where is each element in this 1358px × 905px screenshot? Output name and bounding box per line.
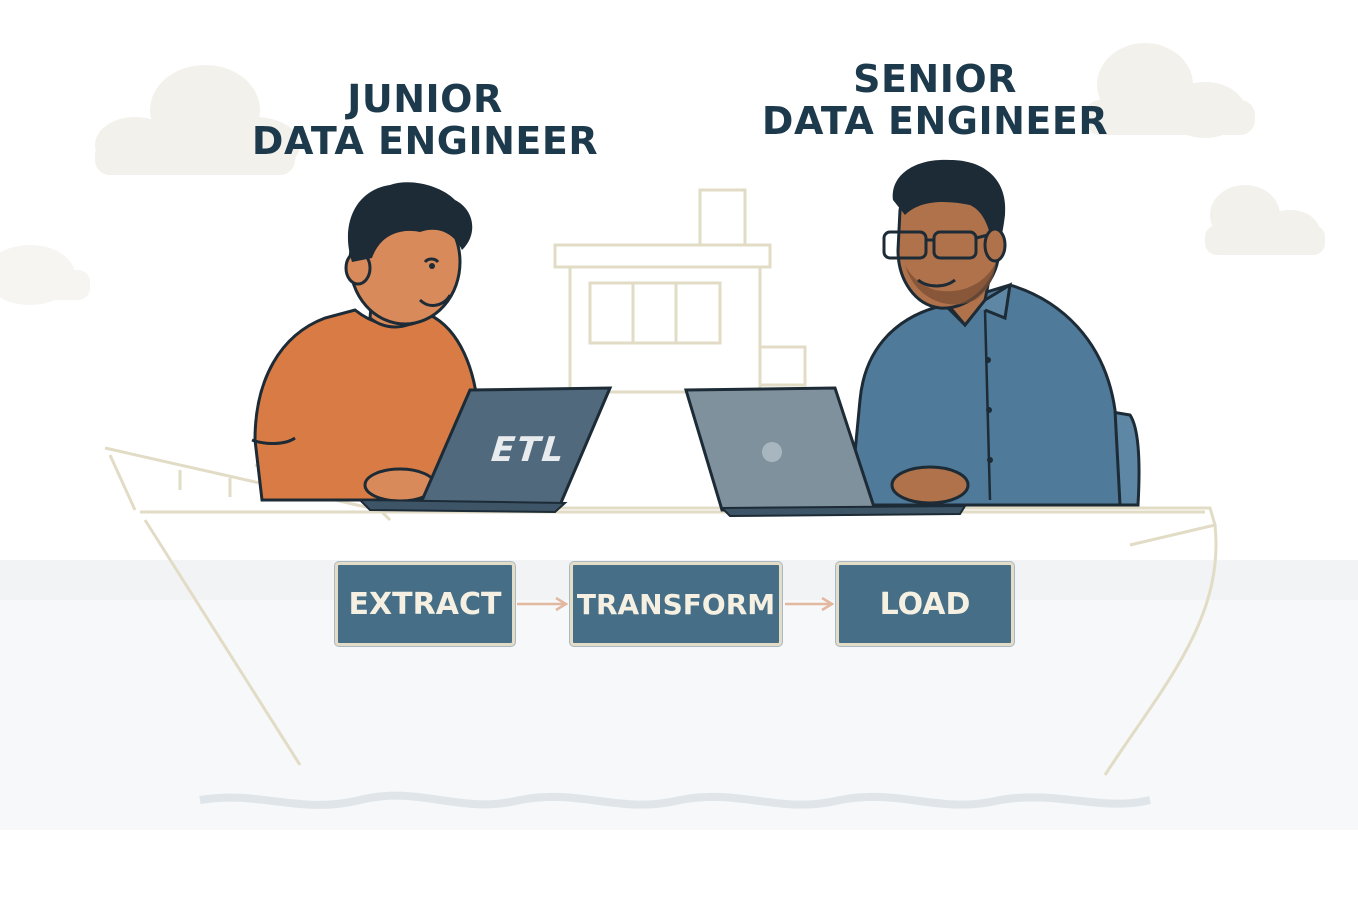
senior-laptop: [683, 386, 967, 518]
senior-engineer-figure: [848, 159, 1141, 507]
water-waves: [199, 791, 1151, 809]
junior-title-line2: DATA ENGINEER: [251, 119, 599, 163]
junior-engineer-figure: [251, 182, 480, 503]
pipeline-arrows: [517, 596, 835, 612]
senior-hair: [892, 159, 1006, 255]
junior-title: JUNIOR DATA ENGINEER: [250, 78, 600, 162]
senior-title-line2: DATA ENGINEER: [761, 99, 1109, 143]
pipeline-step-transform: TRANSFORM: [570, 562, 782, 646]
cloud-far-left: [0, 245, 90, 305]
junior-laptop: [357, 386, 613, 514]
senior-title-line1: SENIOR: [853, 57, 1017, 101]
laptop-etl-label: ETL: [489, 430, 568, 470]
pipeline-step-load: LOAD: [836, 562, 1014, 646]
junior-hair: [347, 182, 473, 262]
ship-superstructure: [553, 188, 807, 394]
cloud-far-right: [1205, 185, 1325, 255]
laptop-logo-icon: [762, 442, 782, 462]
senior-title: SENIOR DATA ENGINEER: [760, 58, 1110, 142]
cloud-left: [95, 65, 300, 175]
junior-title-line1: JUNIOR: [347, 77, 503, 121]
cloud-right: [1085, 43, 1255, 138]
pipeline-step-extract: EXTRACT: [335, 562, 515, 646]
